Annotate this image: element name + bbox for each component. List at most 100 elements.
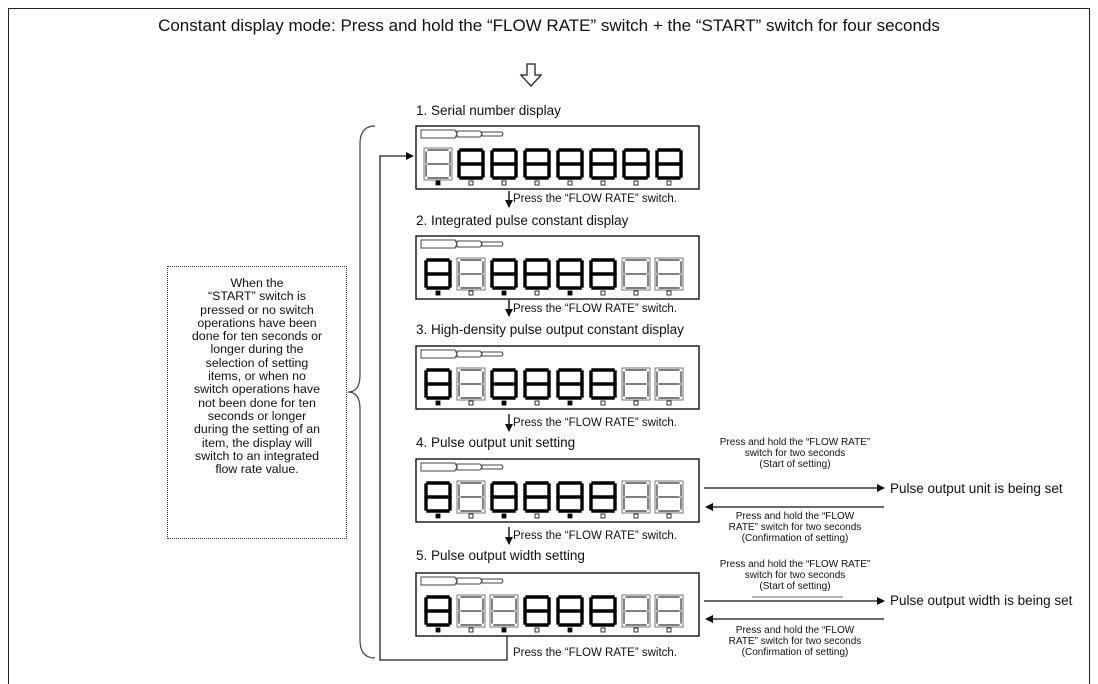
lcd-digit <box>424 368 452 400</box>
display-1 <box>415 125 700 190</box>
hold-confirm-label-4: Press and hold the “FLOW RATE” switch fo… <box>728 511 862 544</box>
decimal-point <box>633 180 639 186</box>
lcd-digit <box>621 480 651 514</box>
press-flow-rate-5: Press the “FLOW RATE” switch. <box>513 647 678 659</box>
decimal-point <box>600 290 606 296</box>
decimal-point <box>501 627 507 633</box>
hold-start-label-5: Press and hold the “FLOW RATE” switch fo… <box>719 559 871 592</box>
bar-indicator <box>420 129 458 139</box>
decimal-point <box>567 627 573 633</box>
press-flow-rate-1: Press the “FLOW RATE” switch. <box>513 193 678 205</box>
bar-indicator <box>456 240 483 248</box>
lcd-digit <box>654 257 684 291</box>
bar-indicator <box>456 130 483 138</box>
step-1-label: 1. Serial number display <box>416 103 561 118</box>
decimal-point <box>501 513 507 519</box>
bar-indicator <box>420 239 458 249</box>
bar-indicator <box>456 577 483 585</box>
lcd-digit <box>490 148 518 180</box>
bar-indicator <box>456 463 483 471</box>
step-3-label: 3. High-density pulse output constant di… <box>416 322 684 337</box>
lcd-digit <box>589 148 617 180</box>
step-5-label: 5. Pulse output width setting <box>416 548 585 563</box>
press-flow-rate-2: Press the “FLOW RATE” switch. <box>513 303 678 315</box>
lcd-digit <box>456 367 486 401</box>
decimal-point <box>435 180 441 186</box>
display-3 <box>415 345 700 410</box>
decimal-point <box>600 513 606 519</box>
lcd-digit <box>523 595 551 627</box>
diagram-title: Constant display mode: Press and hold th… <box>158 16 940 35</box>
lcd-digit <box>621 594 651 628</box>
lcd-digit <box>654 480 684 514</box>
lcd-digit <box>589 368 617 400</box>
lcd-digit <box>424 481 452 513</box>
press-flow-rate-3: Press the “FLOW RATE” switch. <box>513 417 678 429</box>
decimal-point <box>534 627 540 633</box>
lcd-digit <box>456 594 486 628</box>
lcd-digit <box>490 258 518 290</box>
decimal-point <box>633 513 639 519</box>
lcd-digit <box>523 481 551 513</box>
bar-indicator <box>481 131 504 137</box>
lcd-digit <box>456 257 486 291</box>
decimal-point <box>534 180 540 186</box>
decimal-point <box>468 290 474 296</box>
decimal-point <box>435 513 441 519</box>
decimal-point <box>600 627 606 633</box>
lcd-digit <box>424 258 452 290</box>
bar-indicator <box>481 464 504 470</box>
bar-indicator <box>420 349 458 359</box>
bar-indicator <box>420 462 458 472</box>
hold-start-label-4: Press and hold the “FLOW RATE” switch fo… <box>719 437 871 470</box>
lcd-digit <box>556 148 584 180</box>
down-arrow-icon <box>519 63 543 87</box>
decimal-point <box>501 290 507 296</box>
display-5 <box>415 572 700 637</box>
lcd-digit <box>523 258 551 290</box>
lcd-digit <box>589 258 617 290</box>
lcd-digit <box>556 368 584 400</box>
decimal-point <box>666 627 672 633</box>
decimal-point <box>633 627 639 633</box>
decimal-point <box>534 513 540 519</box>
decimal-point <box>666 290 672 296</box>
decimal-point <box>567 513 573 519</box>
lcd-digit <box>556 481 584 513</box>
lcd-digit <box>589 595 617 627</box>
diagram-frame <box>8 8 1090 684</box>
lcd-digit <box>489 594 519 628</box>
decimal-point <box>435 290 441 296</box>
decimal-point <box>468 400 474 406</box>
display-2 <box>415 235 700 300</box>
press-flow-rate-4: Press the “FLOW RATE” switch. <box>513 530 678 542</box>
decimal-point <box>567 290 573 296</box>
decimal-point <box>534 400 540 406</box>
lcd-digit <box>490 481 518 513</box>
hold-confirm-label-5: Press and hold the “FLOW RATE” switch fo… <box>728 625 862 658</box>
decimal-point <box>567 400 573 406</box>
bar-indicator <box>420 576 458 586</box>
lcd-digit <box>523 368 551 400</box>
decimal-point <box>501 400 507 406</box>
lcd-digit <box>654 367 684 401</box>
decimal-point <box>435 627 441 633</box>
decimal-point <box>501 180 507 186</box>
lcd-digit <box>456 480 486 514</box>
lcd-digit <box>654 594 684 628</box>
left-brace <box>347 125 376 659</box>
decimal-point <box>666 180 672 186</box>
lcd-digit <box>556 595 584 627</box>
result-unit-setting: Pulse output unit is being set <box>890 481 1063 496</box>
decimal-point <box>468 180 474 186</box>
lcd-digit <box>424 595 452 627</box>
lcd-digit <box>523 148 551 180</box>
lcd-digit <box>589 481 617 513</box>
result-width-setting: Pulse output width is being set <box>890 593 1073 608</box>
step-2-label: 2. Integrated pulse constant display <box>416 213 629 228</box>
lcd-digit <box>621 257 651 291</box>
lcd-digit <box>556 258 584 290</box>
decimal-point <box>435 400 441 406</box>
decimal-point <box>633 290 639 296</box>
